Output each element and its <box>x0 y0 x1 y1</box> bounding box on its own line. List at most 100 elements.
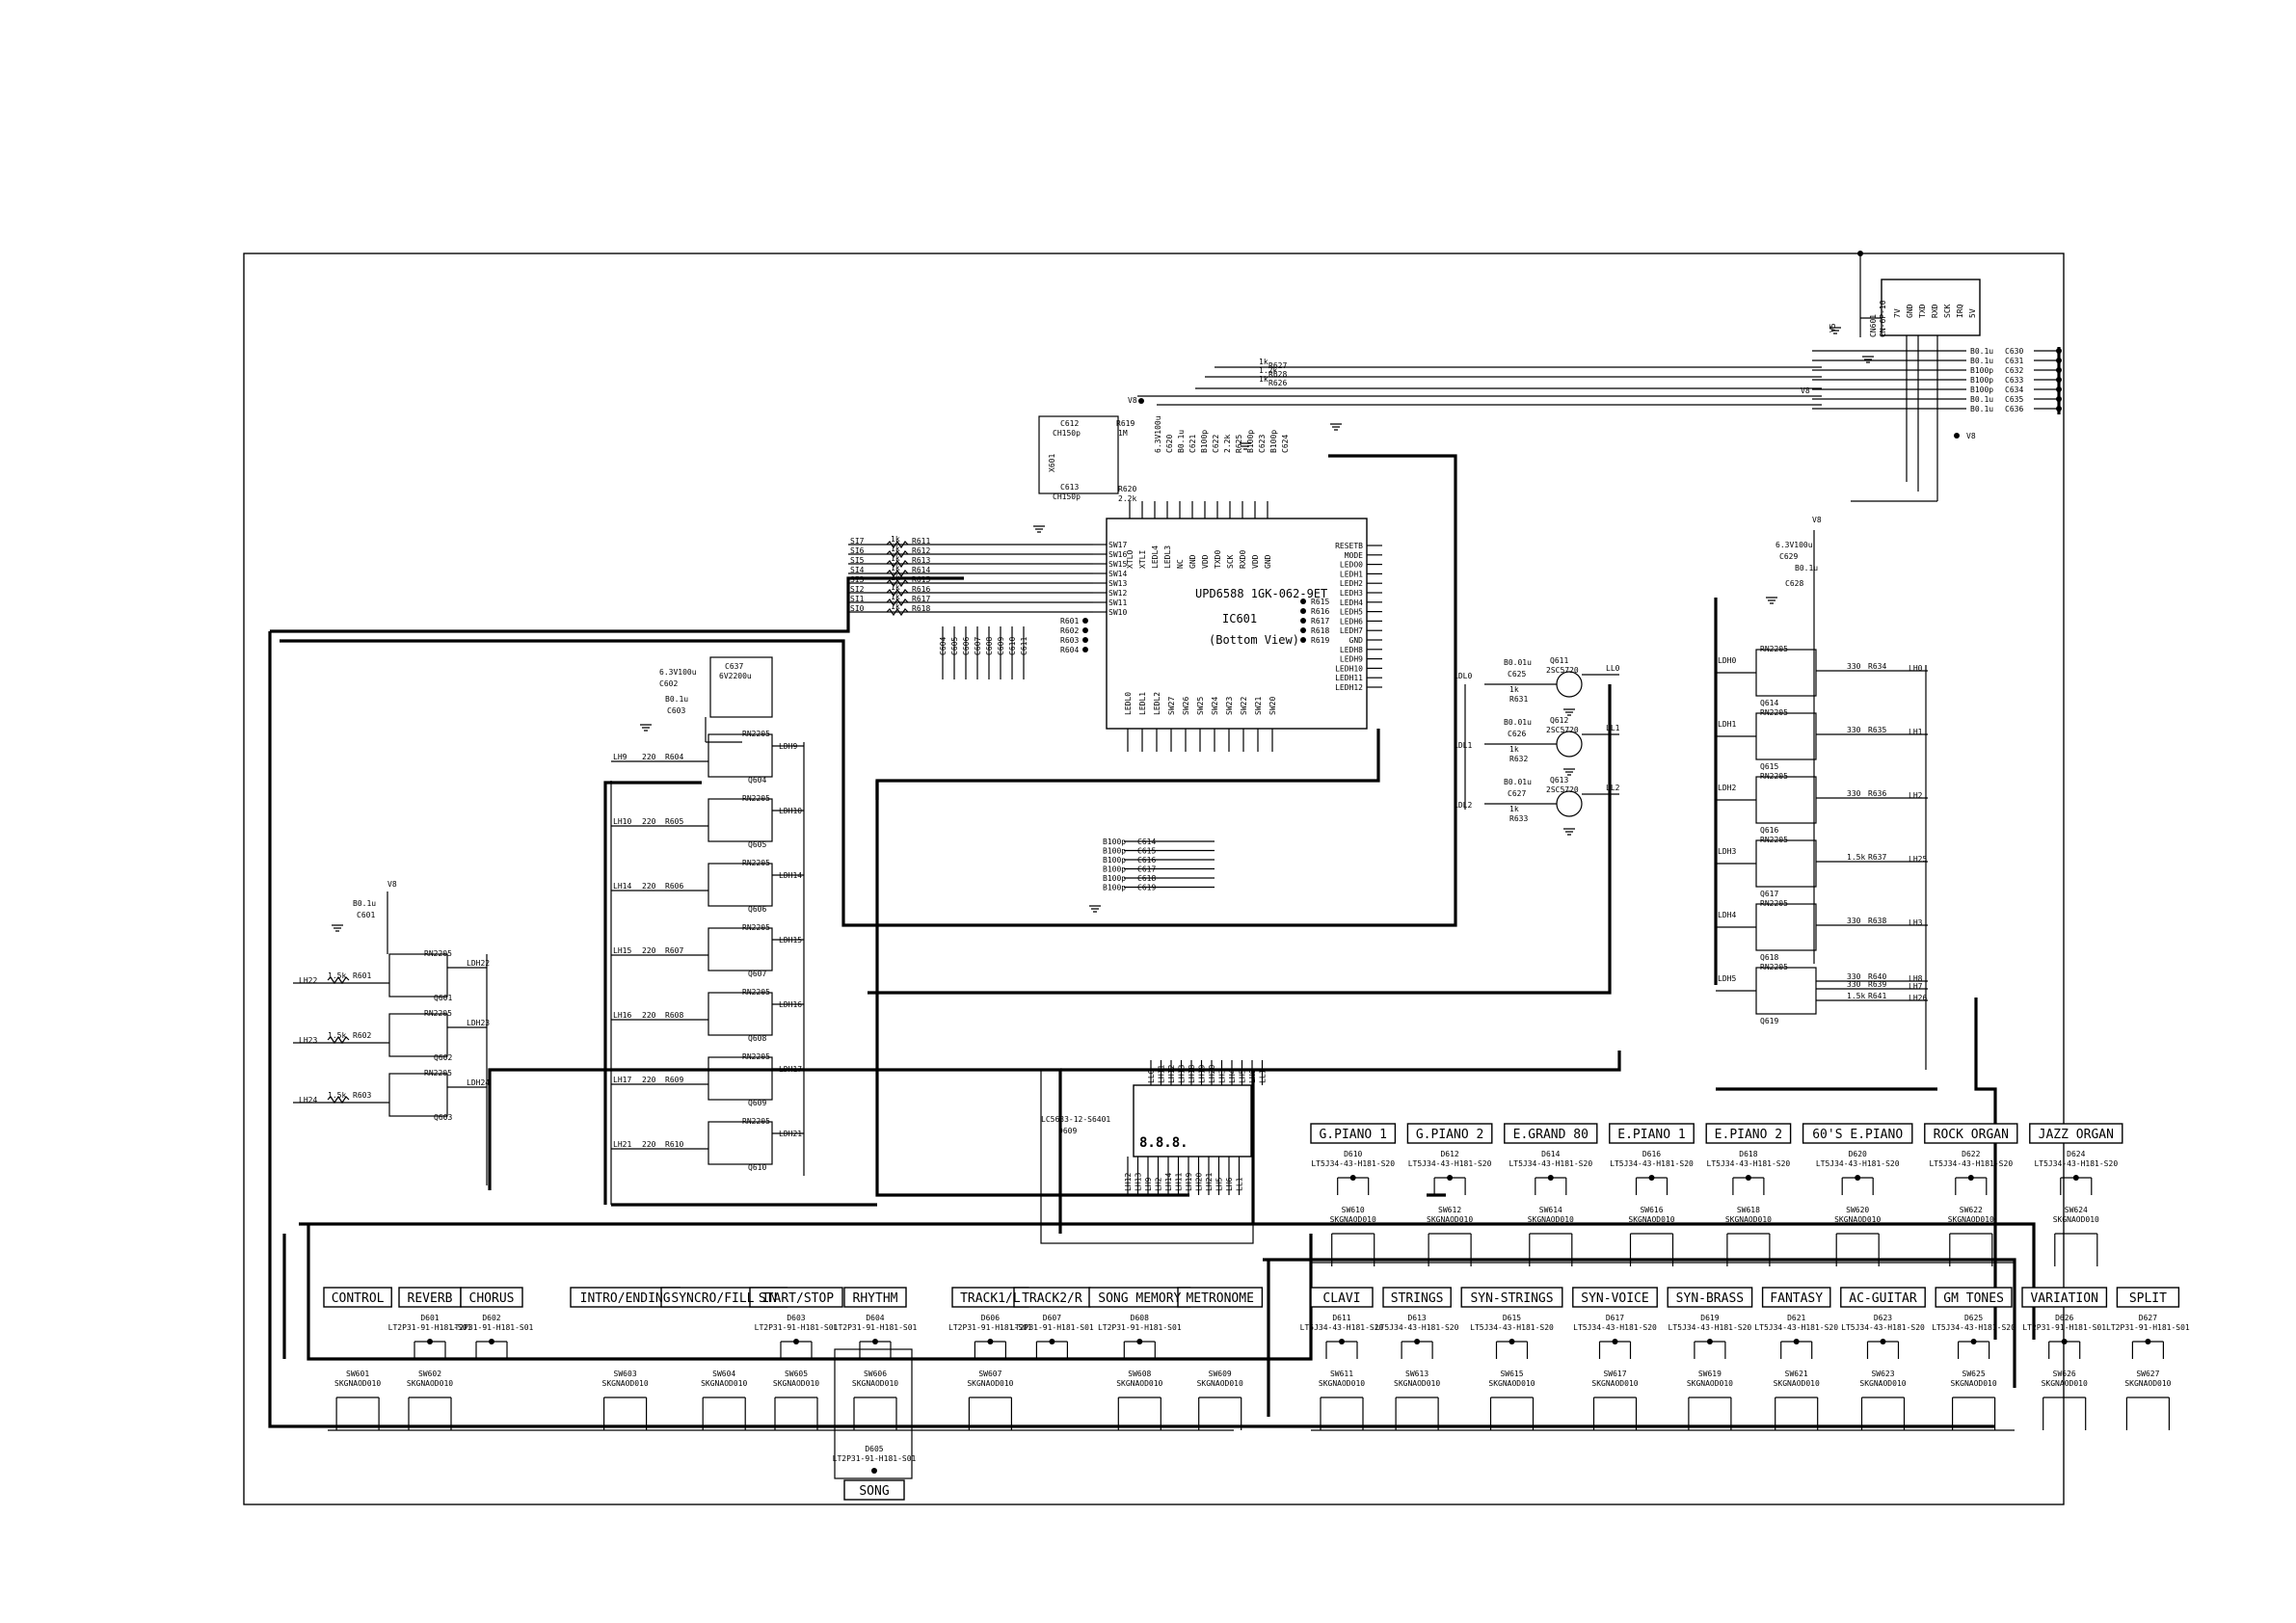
led-symbol <box>1508 1339 1515 1344</box>
led-ref: D602 <box>482 1314 500 1322</box>
cap-ref: C611 <box>1020 637 1028 655</box>
led-ref: D612 <box>1440 1150 1458 1158</box>
function-button <box>843 1287 907 1308</box>
led-symbol <box>987 1339 994 1344</box>
switch-ref: SW617 <box>1603 1370 1626 1378</box>
wires <box>268 253 2170 1431</box>
switch-part: SKGNAOD010 <box>1591 1379 1638 1388</box>
bus-wire <box>1974 998 1997 1340</box>
net-label: SI4 <box>850 566 865 574</box>
switch-ref: SW625 <box>1962 1370 1986 1378</box>
connector-pin-label: TXD <box>1918 304 1927 318</box>
transistor-part: RN2205 <box>742 794 770 803</box>
resistor-ref: R639 <box>1868 980 1886 989</box>
junction-dot <box>2056 348 2062 354</box>
led-symbol <box>1612 1339 1618 1344</box>
transistor-ref: Q606 <box>748 905 766 914</box>
led-symbol <box>2145 1339 2151 1344</box>
resistor-value: 330 <box>1847 972 1861 981</box>
button-label: GM TONES <box>1943 1291 2004 1306</box>
resistor-symbol <box>886 549 909 559</box>
led-ref: D605 <box>865 1445 883 1453</box>
song-led-frame <box>834 1348 913 1479</box>
resistor-value: 1k <box>891 535 900 544</box>
net-label: LH24 <box>299 1096 317 1104</box>
transistor-ref: Q608 <box>748 1034 766 1043</box>
transistor-q-left <box>388 1073 448 1117</box>
led-part: LT5J34-43-H181-S20 <box>1754 1323 1838 1332</box>
ic-pin-label: LEDH2 <box>1340 579 1363 588</box>
led-part: LT2P31-91-H181-S01 <box>1010 1323 1094 1332</box>
display-pin: LH11 <box>1158 1065 1166 1083</box>
switch-ref: SW623 <box>1871 1370 1894 1378</box>
display-frame <box>1040 1069 1254 1244</box>
net-label: LH2 <box>1909 791 1923 800</box>
tone-button <box>1382 1287 1452 1308</box>
transistor-part: RN2205 <box>1760 899 1788 908</box>
cap-value: 6.3V100u <box>1775 541 1813 549</box>
net-label: LL0 <box>1606 664 1620 673</box>
cap-value: 6.3V100u <box>659 668 697 677</box>
resistor-value: 1k <box>891 583 900 592</box>
bus-wire <box>603 781 702 1205</box>
junction-dot <box>1300 627 1306 633</box>
resistor-value: 1k <box>891 564 900 572</box>
display-pin: LH6 <box>1248 1069 1257 1083</box>
display-pin: LH21 <box>1205 1173 1214 1191</box>
resistor-symbol <box>886 598 909 607</box>
transistor-ref: Q618 <box>1760 953 1778 962</box>
switch-part: SKGNAOD010 <box>2042 1379 2088 1388</box>
bus-wire <box>1060 1051 1621 1072</box>
cap-ref: C630 <box>2005 347 2023 356</box>
button-label: E.GRAND 80 <box>1513 1128 1589 1142</box>
led-symbol <box>2061 1339 2068 1344</box>
display-pin: LH9 <box>1144 1177 1153 1191</box>
tone-button <box>1761 1287 1831 1308</box>
resistor-ref: R627 <box>1268 361 1287 370</box>
ic-pin-label: GND <box>1264 554 1272 569</box>
cap-value: B100p <box>1103 856 1126 865</box>
ic-pin-label: XTLI <box>1138 550 1147 569</box>
led-part: LT5J34-43-H181-S20 <box>1375 1323 1459 1332</box>
led-part: LT5J34-43-H181-S20 <box>1311 1159 1395 1168</box>
junction-dot <box>1082 618 1088 624</box>
transistor-q-right <box>1755 712 1817 760</box>
top-cap-label: C623 <box>1258 435 1267 453</box>
transistor-part: RN2205 <box>1760 708 1788 717</box>
display-pin: LH19 <box>1198 1065 1207 1083</box>
resistor-ref: R633 <box>1509 814 1528 823</box>
button-label: ROCK ORGAN <box>1934 1128 2009 1142</box>
switch-part: SKGNAOD010 <box>1948 1215 1994 1224</box>
display-pin: LL1 <box>1259 1069 1268 1083</box>
transistor-part: RN2205 <box>742 859 770 867</box>
switch-part: SKGNAOD010 <box>407 1379 453 1388</box>
ic-pin-label: SW17 <box>1108 541 1127 549</box>
switch-part: SKGNAOD010 <box>1628 1215 1674 1224</box>
transistor-part: RN2205 <box>1760 645 1788 653</box>
ic-pin-label: LEDH6 <box>1340 617 1363 625</box>
dashed-cap-c637 <box>709 656 773 718</box>
switch-ref: SW611 <box>1330 1370 1353 1378</box>
display-pin: LH13 <box>1178 1065 1187 1083</box>
resistor-ref: R605 <box>665 817 683 826</box>
button-label: SYNCRO/FILL IN <box>671 1291 777 1306</box>
display-pin: LH20 <box>1195 1173 1204 1191</box>
cap-ref: C615 <box>1137 847 1156 856</box>
switch-ref: SW604 <box>712 1370 735 1378</box>
junction-dot <box>1082 637 1088 643</box>
resistor-ref: R618 <box>912 604 930 613</box>
net-label: SI0 <box>850 604 865 613</box>
led-symbol <box>1970 1339 1977 1344</box>
led-ref: D617 <box>1606 1314 1624 1322</box>
transistor-q-mid <box>707 1121 773 1165</box>
cap-ref: C603 <box>667 706 685 715</box>
cap-ref: C605 <box>950 637 959 655</box>
top-cap-label: R625 <box>1235 435 1243 453</box>
cap-value: B100p <box>1103 838 1126 846</box>
cap-ref: C608 <box>985 637 994 655</box>
cap-value: CH150p <box>1053 492 1081 501</box>
resistor-value: 2.2k <box>1118 494 1136 503</box>
led-part: LT5J34-43-H181-S20 <box>1508 1159 1592 1168</box>
tone-button <box>1840 1287 1926 1308</box>
